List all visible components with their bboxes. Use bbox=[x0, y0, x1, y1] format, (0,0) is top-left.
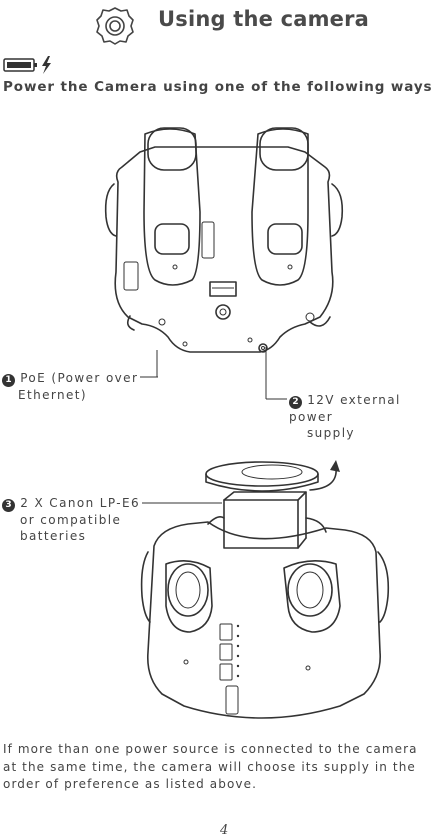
lightning-icon bbox=[42, 56, 51, 74]
callout-1-line2: Ethernet) bbox=[18, 388, 87, 402]
callout-2-line2: supply bbox=[307, 426, 355, 440]
callout-3-leader bbox=[142, 502, 222, 504]
section-heading: Power the Camera using one of the follow… bbox=[3, 79, 433, 95]
callout-2-line1: 12V external power bbox=[289, 393, 401, 424]
callout-1-leader-vertical bbox=[155, 350, 158, 378]
gear-icon bbox=[96, 7, 134, 45]
callout-3-line3: batteries bbox=[20, 529, 87, 543]
callout-1-line1: PoE (Power over bbox=[20, 371, 139, 385]
callout-3: 3 2 X Canon LP-E6 or compatible batterie… bbox=[2, 495, 140, 544]
callout-2: 2 12V external power supply bbox=[289, 392, 438, 441]
callout-3-line2: or compatible bbox=[20, 513, 122, 527]
callout-1-number: 1 bbox=[2, 374, 15, 387]
camera-bottom-illustration bbox=[104, 127, 344, 353]
page-number: 4 bbox=[220, 823, 229, 838]
battery-icon bbox=[3, 56, 51, 74]
callout-3-line1: 2 X Canon LP-E6 bbox=[20, 496, 141, 510]
camera-battery-illustration bbox=[140, 460, 390, 719]
callout-2-leader bbox=[265, 347, 287, 400]
callout-3-number: 3 bbox=[2, 499, 15, 512]
callout-1: 1 PoE (Power over Ethernet) bbox=[2, 370, 138, 403]
page-title: Using the camera bbox=[158, 7, 370, 31]
power-priority-note: If more than one power source is connect… bbox=[3, 742, 418, 791]
callout-2-number: 2 bbox=[289, 396, 302, 409]
